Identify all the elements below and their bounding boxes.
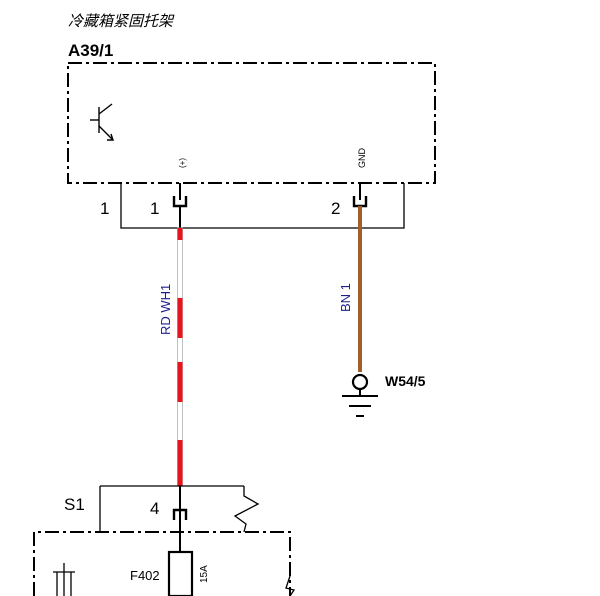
switch-pin-symbol: [172, 486, 188, 520]
switch-pin-number: 4: [150, 499, 159, 518]
fuse-icon: [167, 550, 194, 596]
pin-gnd-signal: GND: [357, 148, 367, 169]
wire-brown-label: BN 1: [338, 283, 353, 312]
fuse-rating: 15A: [199, 565, 210, 583]
lower-component-box: [33, 531, 291, 596]
pin-gnd-symbol: [352, 183, 368, 208]
diagram-title: 冷藏箱紧固托架: [68, 13, 175, 30]
wire-red-white: [177, 206, 183, 487]
contact-icon: [285, 575, 296, 596]
ground-icon: [342, 373, 378, 417]
fuse-label: F402: [130, 568, 160, 583]
component-label: A39/1: [68, 41, 113, 60]
component-box: [67, 62, 436, 184]
wire-red-label: RD WH1: [158, 284, 173, 335]
relay-icon: [53, 563, 75, 596]
pin-plus-number: 1: [150, 199, 159, 218]
connector-bracket: [120, 183, 405, 229]
switch-icon: [233, 486, 260, 533]
pin-gnd-number: 2: [331, 199, 340, 218]
transistor-icon: [90, 103, 114, 141]
pin-plus-symbol: [172, 183, 188, 208]
switch-label: S1: [64, 495, 85, 514]
ground-label: W54/5: [385, 373, 426, 389]
pin-plus-signal: (+): [178, 158, 187, 168]
connector-left-number: 1: [100, 199, 109, 218]
